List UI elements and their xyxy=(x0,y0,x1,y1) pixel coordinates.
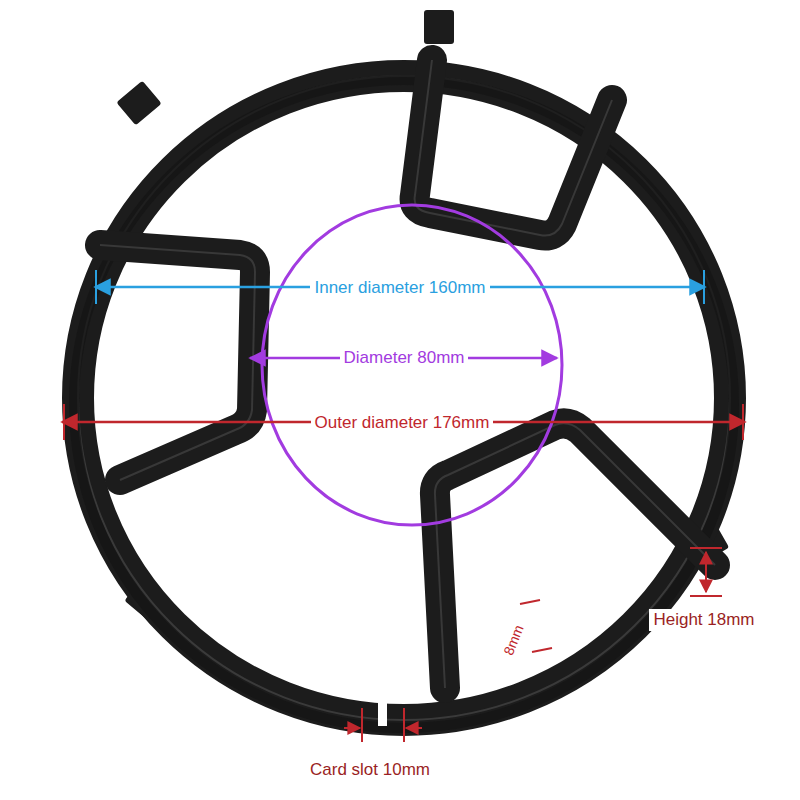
dimension-tick xyxy=(361,708,363,742)
dimension-tick xyxy=(403,708,405,742)
tab xyxy=(116,81,161,126)
dimension-tick xyxy=(520,600,540,604)
dimension-line xyxy=(705,552,707,592)
arm-edge xyxy=(435,423,715,688)
arm xyxy=(100,245,255,480)
dimension-tick xyxy=(95,270,97,304)
arm-edge xyxy=(100,245,255,480)
dimension-tick xyxy=(690,595,722,597)
dimension-tick xyxy=(703,270,705,304)
ring-arms xyxy=(100,60,715,688)
arm-highlights xyxy=(100,60,715,688)
center-circle xyxy=(262,205,562,525)
dimension-label: Card slot 10mm xyxy=(306,759,434,781)
dimension-tick xyxy=(532,648,552,652)
dimension-label: Diameter 80mm xyxy=(340,347,469,369)
card-slot-notch xyxy=(378,700,387,726)
dimension-line xyxy=(344,727,360,729)
tab xyxy=(424,10,454,44)
arm xyxy=(435,423,715,688)
dimension-line xyxy=(406,727,422,729)
dimension-tick xyxy=(63,404,65,440)
dimension-label: Height 18mm xyxy=(649,609,758,631)
dimension-tick xyxy=(742,404,744,440)
dimension-label: Outer diameter 176mm xyxy=(311,412,494,434)
dimension-label: 8mm xyxy=(500,621,528,660)
dimension-tick xyxy=(690,547,722,549)
dimension-label: Inner diameter 160mm xyxy=(310,277,489,299)
